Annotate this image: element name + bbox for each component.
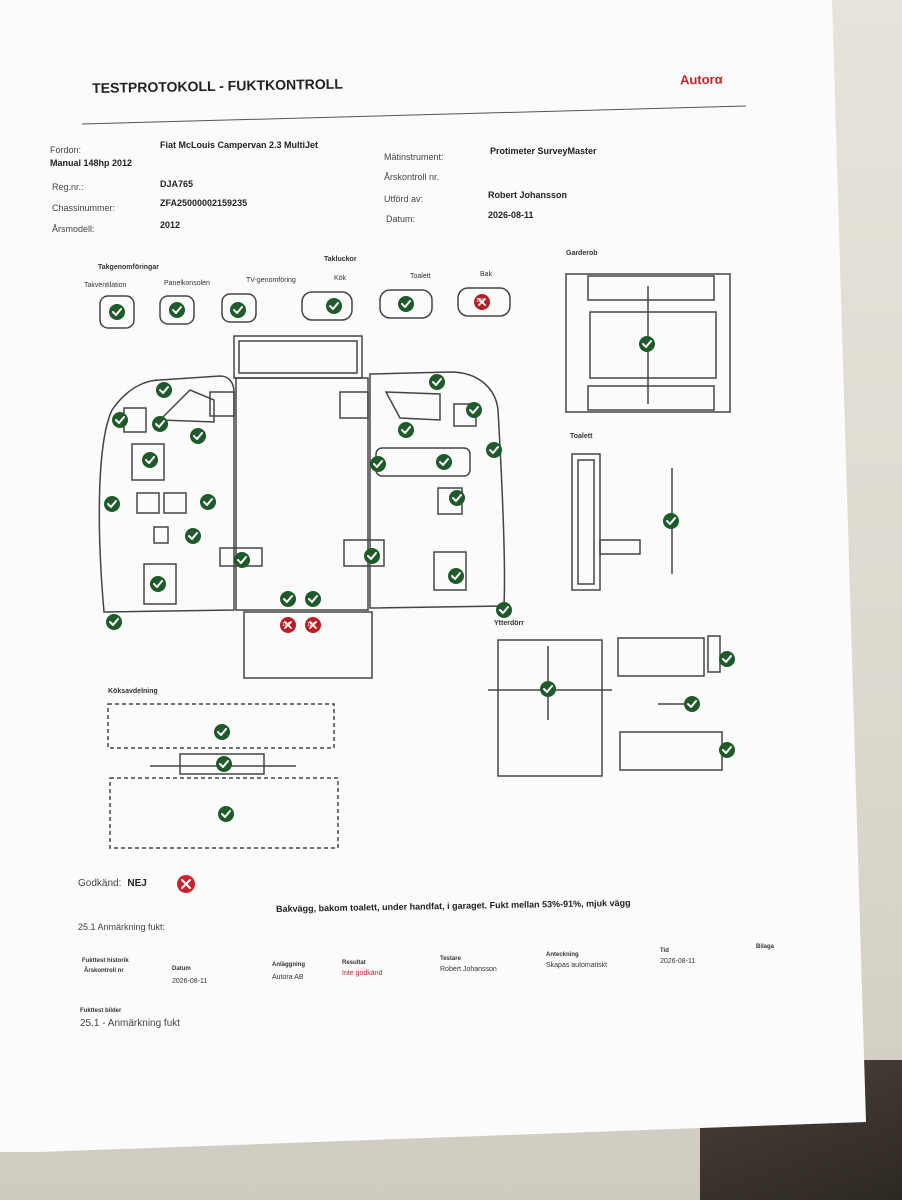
history-anlaggning-header: Anläggning (272, 962, 305, 968)
history-resultat-header: Resultat (342, 960, 366, 966)
bak-label: Bak (480, 271, 493, 278)
fordon-value: Fiat McLouis Campervan 2.3 MultiJet (160, 140, 319, 150)
regnr-value: DJA765 (160, 179, 194, 189)
remark-label: 25.1 Anmärkning fukt: (78, 922, 166, 932)
arskontroll-label: Årskontroll nr. (384, 172, 440, 182)
history-tid-value: 2026-08-11 (660, 958, 696, 965)
history-datum-value: 2026-08-11 (172, 978, 208, 985)
history-anlaggning-value: Autora AB (272, 974, 304, 981)
history-testare-value: Robert Johansson (440, 966, 497, 973)
tvgenomforing-label: TV-genomföring (246, 277, 296, 284)
takventilation-label: Takventilation (84, 282, 127, 289)
chassis-label: Chassinummer: (52, 203, 116, 213)
reading-red-2: 101 (307, 622, 316, 628)
chassis-value: ZFA25000002159235 (160, 198, 248, 208)
fail-icon (177, 875, 195, 893)
matinstrument-value: Protimeter SurveyMaster (490, 146, 597, 156)
datum-value: 2026-08-11 (488, 210, 534, 220)
panelkonsol-label: Panelkonsolen (164, 280, 210, 287)
utford-value: Robert Johansson (488, 190, 568, 200)
kok-label: Kök (334, 275, 347, 282)
koksavdelning-heading: Köksavdelning (108, 688, 158, 695)
approval-label: Godkänd: (78, 878, 122, 889)
history-resultat-value: Inte godkänd (342, 970, 383, 977)
history-testare-header: Testare (440, 956, 461, 962)
history-anteckning-value: Skapas automatiskt (546, 962, 608, 969)
takluckor-heading: Takluckor (324, 256, 357, 263)
arsmodell-value: 2012 (160, 220, 181, 230)
utford-label: Utförd av: (384, 194, 424, 204)
images-title: Fukttest bilder (80, 1008, 122, 1014)
bak-reading: 101 (476, 298, 485, 304)
fordon-value-line2: Manual 148hp 2012 (50, 158, 133, 168)
garderob-heading: Garderob (566, 250, 598, 257)
takgenomforingar-heading: Takgenomföringar (98, 264, 159, 271)
arsmodell-label: Årsmodell: (52, 224, 95, 234)
approval-row: Godkänd: NEJ (78, 878, 147, 889)
toalett-hatch-label: Toalett (410, 273, 431, 280)
fordon-label: Fordon: (50, 145, 82, 155)
matinstrument-label: Mätinstrument: (384, 152, 444, 162)
datum-label: Datum: (386, 214, 416, 224)
approval-value: NEJ (127, 878, 147, 889)
history-arskontroll-header: Årskontroll nr (84, 968, 124, 974)
toalett-heading: Toalett (570, 433, 593, 440)
history-bilaga-header: Bilaga (756, 944, 775, 950)
ytterdorr-heading: Ytterdörr (494, 620, 524, 627)
brand-logo: Autorα (679, 71, 723, 88)
history-title: Fukttest historik (82, 958, 129, 964)
history-datum-header: Datum (172, 966, 191, 972)
history-anteckning-header: Anteckning (546, 952, 579, 958)
images-item: 25.1 - Anmärkning fukt (80, 1018, 181, 1029)
regnr-label: Reg.nr.: (52, 182, 84, 192)
floor-plan (98, 273, 731, 849)
reading-red-1: 101 (282, 622, 291, 628)
history-tid-header: Tid (660, 948, 669, 954)
